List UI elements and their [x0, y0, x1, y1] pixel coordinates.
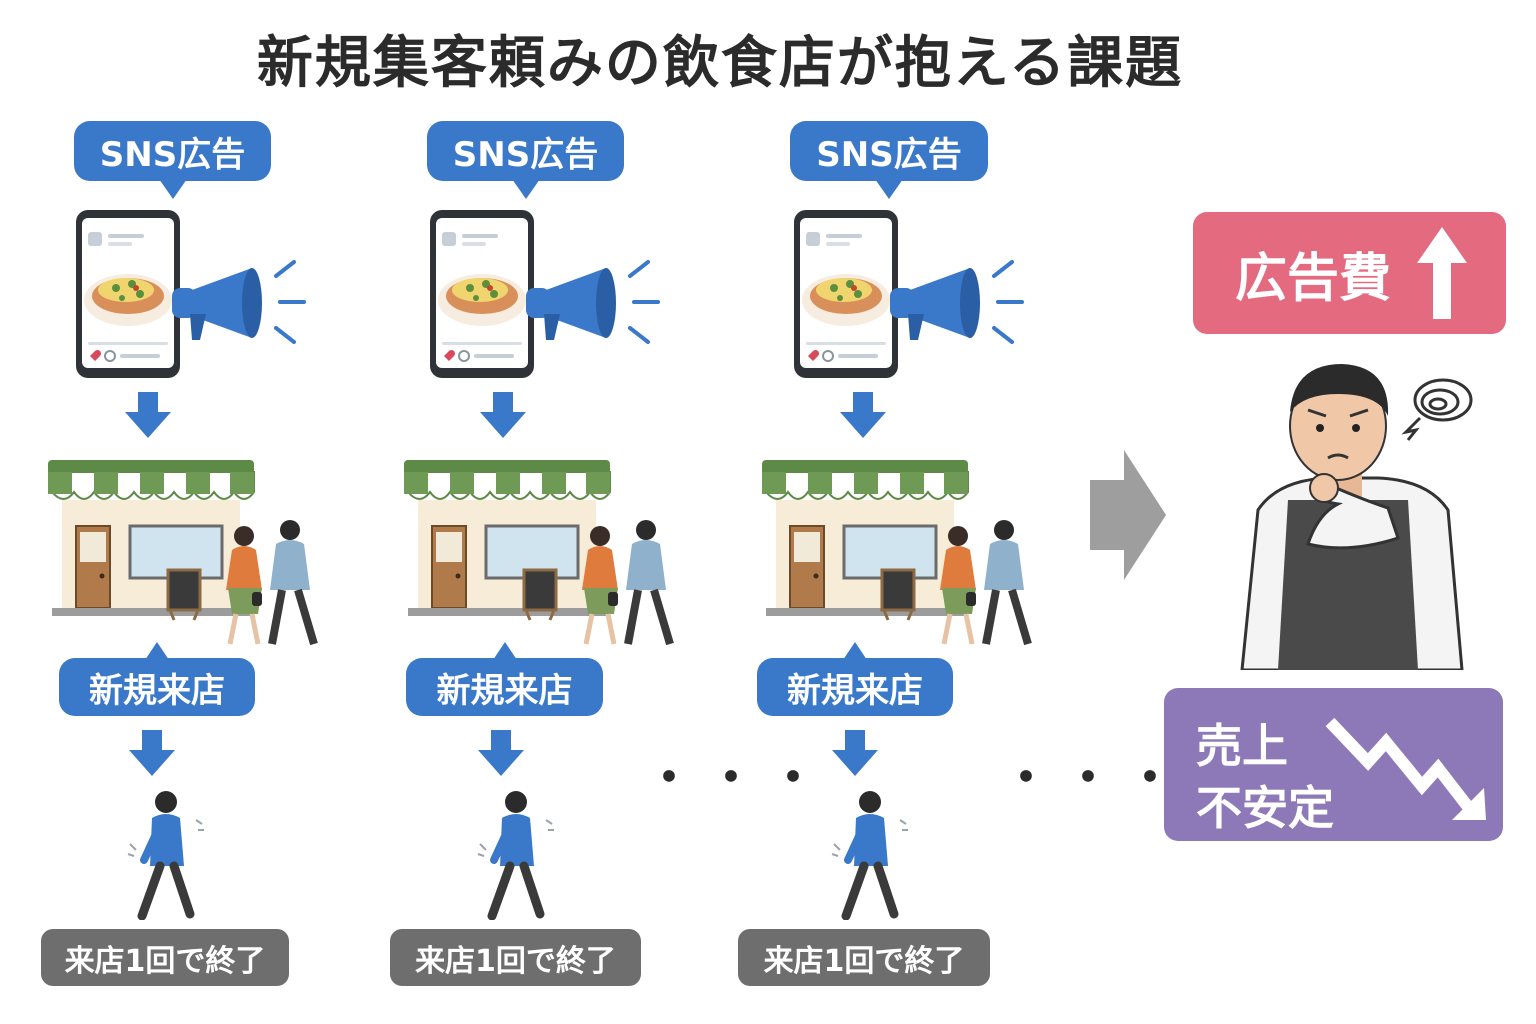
walking-away-icon — [476, 790, 560, 920]
arrow-down-icon — [832, 730, 878, 776]
one-visit-end-label-3: 来店1回で終了 — [738, 929, 990, 986]
new-visit-label-3: 新規来店 — [757, 642, 953, 716]
ellipsis-2: ・・・ — [1002, 750, 1189, 806]
arrow-down-icon — [480, 392, 526, 438]
worried-owner-icon — [1240, 364, 1473, 670]
new-visit-label-1: 新規来店 — [59, 642, 255, 716]
phone-ad-icon — [793, 209, 1024, 379]
new-visit-label-2: 新規来店 — [406, 642, 603, 716]
unstable-label: 不安定 — [1196, 781, 1334, 835]
storefront-icon — [404, 460, 676, 660]
one-visit-end-label-1: 来店1回で終了 — [41, 929, 289, 986]
ellipsis-1: ・・・ — [645, 750, 832, 806]
arrow-up-icon — [1417, 227, 1468, 319]
arrow-down-icon — [840, 392, 886, 438]
phone-ad-icon — [75, 209, 306, 379]
sns-ad-label-2: SNS広告 — [427, 121, 624, 199]
arrow-down-icon — [129, 730, 175, 776]
sales-unstable-box: 売上 不安定 — [1164, 688, 1503, 841]
sns-ad-label-1: SNS広告 — [74, 121, 271, 199]
storefront-icon — [48, 460, 320, 660]
phone-ad-icon — [429, 209, 660, 379]
result-arrow-icon — [1090, 450, 1166, 580]
walking-away-icon — [126, 790, 210, 920]
storefront-icon — [762, 460, 1034, 660]
sns-ad-label-3: SNS広告 — [790, 121, 988, 199]
ad-cost-rising-box: 広告費 — [1193, 212, 1506, 334]
ad-cost-label: 広告費 — [1235, 248, 1392, 309]
walking-away-icon — [830, 790, 914, 920]
one-visit-end-label-2: 来店1回で終了 — [390, 929, 641, 986]
page-title: 新規集客頼みの飲食店が抱える課題 — [256, 31, 1184, 96]
arrow-down-icon — [478, 730, 524, 776]
zigzag-down-icon — [1325, 717, 1486, 820]
arrow-down-icon — [125, 392, 171, 438]
sales-label: 売上 — [1196, 719, 1288, 773]
